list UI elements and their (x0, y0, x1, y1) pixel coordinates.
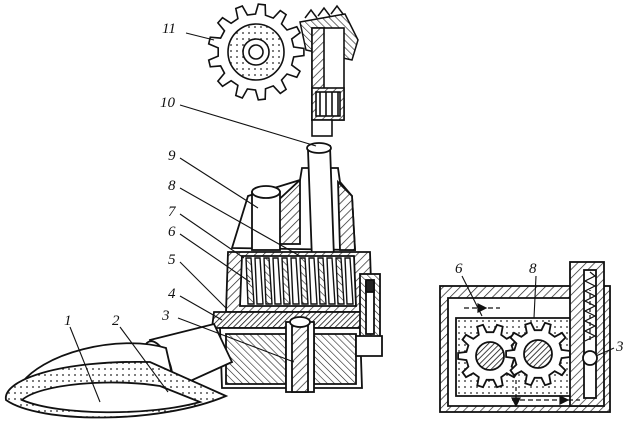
callout-5: 5 (168, 252, 176, 268)
pump-gear-tooth (290, 257, 300, 305)
callout-10: 10 (160, 95, 175, 111)
drive-gear (207, 3, 305, 101)
flow-arrows (464, 290, 591, 408)
pump-gear-tooth (335, 257, 345, 305)
oil-intake-pipe (5, 322, 234, 419)
pump-gear-tooth (299, 257, 309, 305)
pump-gear-tooth (308, 257, 318, 305)
leader-lines (69, 32, 615, 403)
pump-gear-tooth (263, 257, 273, 305)
pump-gear-tooth (317, 257, 327, 305)
scheme-callout-8: 8 (529, 261, 537, 277)
callout-11: 11 (162, 21, 176, 37)
pump-scheme (439, 261, 611, 413)
callout-1: 1 (64, 313, 72, 329)
pump-gear-tooth (326, 257, 336, 305)
pump-gear-tooth (281, 257, 291, 305)
scheme-callout-6: 6 (455, 261, 463, 277)
pump-gear-tooth (344, 257, 354, 305)
pump-housing (210, 142, 383, 393)
scheme-callout-3: 3 (616, 339, 624, 355)
pump-gear-tooth (272, 257, 282, 305)
pump-gear-tooth (245, 257, 255, 305)
pump-gear-tooth (254, 257, 264, 305)
callout-3: 3 (162, 308, 170, 324)
upper-drive-shaft (311, 27, 345, 137)
callout-2: 2 (112, 313, 120, 329)
callout-8: 8 (168, 178, 176, 194)
relief-valve-spring (583, 271, 597, 342)
callout-9: 9 (168, 148, 176, 164)
callout-4: 4 (168, 286, 176, 302)
callout-7: 7 (168, 204, 176, 220)
callout-6: 6 (168, 224, 176, 240)
